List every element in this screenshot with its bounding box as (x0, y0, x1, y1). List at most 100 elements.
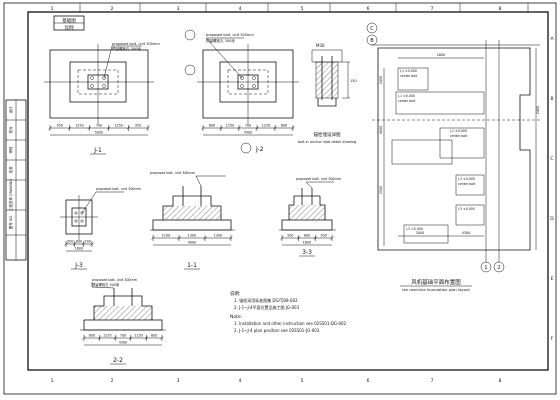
s11-dim: 1300 (214, 234, 222, 238)
grid-bottom-label: 8 (499, 378, 502, 384)
plan-axis-2: 2 (497, 265, 500, 271)
side-strip-text: 图号 NO. (8, 215, 13, 229)
j2-total-dim: 4300 (244, 131, 252, 135)
s22-dim: 600 (151, 334, 157, 338)
title-block-sub: 比例 (65, 24, 74, 31)
j2-dim: 1250 (262, 124, 270, 128)
notes-en-2: 2. J-1~J-4 plan position see 02S501-JG-0… (234, 328, 320, 333)
plan-label: center bolt (458, 182, 476, 186)
j3-total-dim: 1600 (75, 247, 83, 251)
notes-heading: 说明: (230, 290, 241, 297)
plan-title: 风机基础平面布置图 (411, 278, 461, 286)
plan-label: J-3 ±0.000 (405, 227, 423, 231)
j2-note-2: 预留螺栓孔 300深 (206, 38, 235, 43)
plan-label: center bolt (398, 99, 416, 103)
side-strip-text: 设计 (8, 106, 13, 113)
plan-label: J-2 ±0.000 (449, 129, 467, 133)
grid-bottom-label: 2 (111, 378, 114, 384)
s11-note-1: proposed bolt, unit 300mm (150, 171, 195, 175)
j2-note-1: proposed bolt, unit 300mm (206, 33, 254, 37)
j1-note-1: proposed bolt, unit 300mm (112, 42, 160, 46)
side-strip-text: 工程名称 DRAWING (8, 179, 13, 211)
s22-dim: 700 (120, 334, 126, 338)
anchor-dim-2: 150 (350, 79, 357, 83)
plan-subtitle: fan machine foundation plan layout (402, 287, 470, 292)
notes-cn-2: 2. J-1~J-4平面位置见施工图 JG-003 (234, 304, 300, 310)
j1-note-2: 预留螺栓孔 300深 (112, 46, 141, 51)
plan-label: J-1 ±0.000 (397, 94, 415, 98)
grid-top-label: 2 (111, 6, 114, 12)
j3-dim: 600 (76, 240, 82, 244)
s33-label: 3-3 (302, 249, 312, 256)
plan-label: J-1 ±0.000 (399, 69, 417, 73)
grid-top-label: 8 (499, 6, 502, 12)
notes-block: 说明: 1. 锚栓采用标准图集 DG/TJ08-002 2. J-1~J-4平面… (230, 290, 347, 333)
j1-dim: 950 (135, 124, 141, 128)
j1-dim: 950 (57, 124, 63, 128)
grid-top-label: 6 (367, 6, 370, 12)
j1-dim: 700 (96, 124, 102, 128)
plan-dim: 2800 (437, 53, 445, 57)
plan-label: center bolt (400, 74, 418, 78)
plan-axis-c: C (370, 26, 374, 32)
j3-label: J-3 (74, 262, 83, 269)
grid-top-label: 5 (301, 6, 304, 12)
s33-note-1: proposed bolt, unit 300mm (296, 177, 341, 181)
s22-label: 2-2 (113, 357, 123, 364)
grid-bottom-label: 3 (177, 378, 180, 384)
s33-total-dim: 1600 (303, 241, 311, 245)
grid-top-label: 3 (177, 6, 180, 12)
j1-dim: 1250 (114, 124, 122, 128)
grid-side-label: A (550, 36, 554, 42)
plan-axis-b: B (370, 38, 374, 44)
outer-border (3, 2, 557, 395)
inner-border (27, 11, 549, 371)
plan-dim: 4000 (379, 126, 383, 134)
anchor-dim-1: M30 (316, 43, 325, 48)
plan-axis-1: 1 (484, 265, 487, 271)
title-block-top: 基础图 (62, 17, 76, 24)
s33-dim: 500 (321, 234, 327, 238)
grid-side-label: F (551, 336, 554, 342)
j2-label: J-2 (255, 146, 264, 153)
grid-bottom-label: 1 (51, 378, 54, 384)
grid-top-label: 1 (51, 6, 54, 12)
side-strip-text: 批准 (8, 166, 13, 173)
j1-dim: 1250 (75, 124, 83, 128)
s22-dim: 600 (89, 334, 95, 338)
s11-total-dim: 4000 (188, 241, 196, 245)
view-anchor-detail: M30 150 锚栓埋设详图 bolt-in anchor slab detai… (298, 43, 357, 144)
notes-en-heading: Note: (230, 314, 242, 320)
s11-dim: 1300 (188, 234, 196, 238)
title-block-small: 基础图 比例 (53, 15, 85, 31)
notes-cn-1: 1. 锚栓采用标准图集 DG/TJ08-002 (234, 297, 298, 303)
view-j1: proposed bolt, unit 300mm 预留螺栓孔 300深 950… (44, 42, 160, 155)
plan-dim: 3000 (416, 231, 424, 235)
grid-bottom-label: 4 (239, 378, 242, 384)
s22-dim: 1250 (103, 334, 111, 338)
j1-total-dim: 5000 (95, 131, 103, 135)
plan-dim: 4300 (462, 231, 470, 235)
s22-note-1: proposed bolt, unit 300mm (92, 278, 137, 282)
grid-bottom-label: 6 (367, 378, 370, 384)
grid-side-label: C (550, 156, 553, 162)
j3-dim: 500 (85, 240, 91, 244)
grid-side-label: D (550, 216, 554, 222)
j2-dim: 1250 (226, 124, 234, 128)
s11-label: 1-1 (187, 262, 197, 269)
s33-dim: 500 (287, 234, 293, 238)
plan-dim: 2400 (379, 76, 383, 84)
j1-label: J-1 (93, 147, 102, 154)
anchor-label: 锚栓埋设详图 (314, 131, 341, 138)
s22-total-dim: 4300 (119, 341, 127, 345)
notes-en-1: 1. Installation and other instruction se… (234, 321, 347, 326)
j2-dim: 600 (209, 124, 215, 128)
grid-side-label: E (551, 276, 554, 282)
anchor-sublabel: bolt-in anchor slab detail drawing (298, 140, 357, 144)
